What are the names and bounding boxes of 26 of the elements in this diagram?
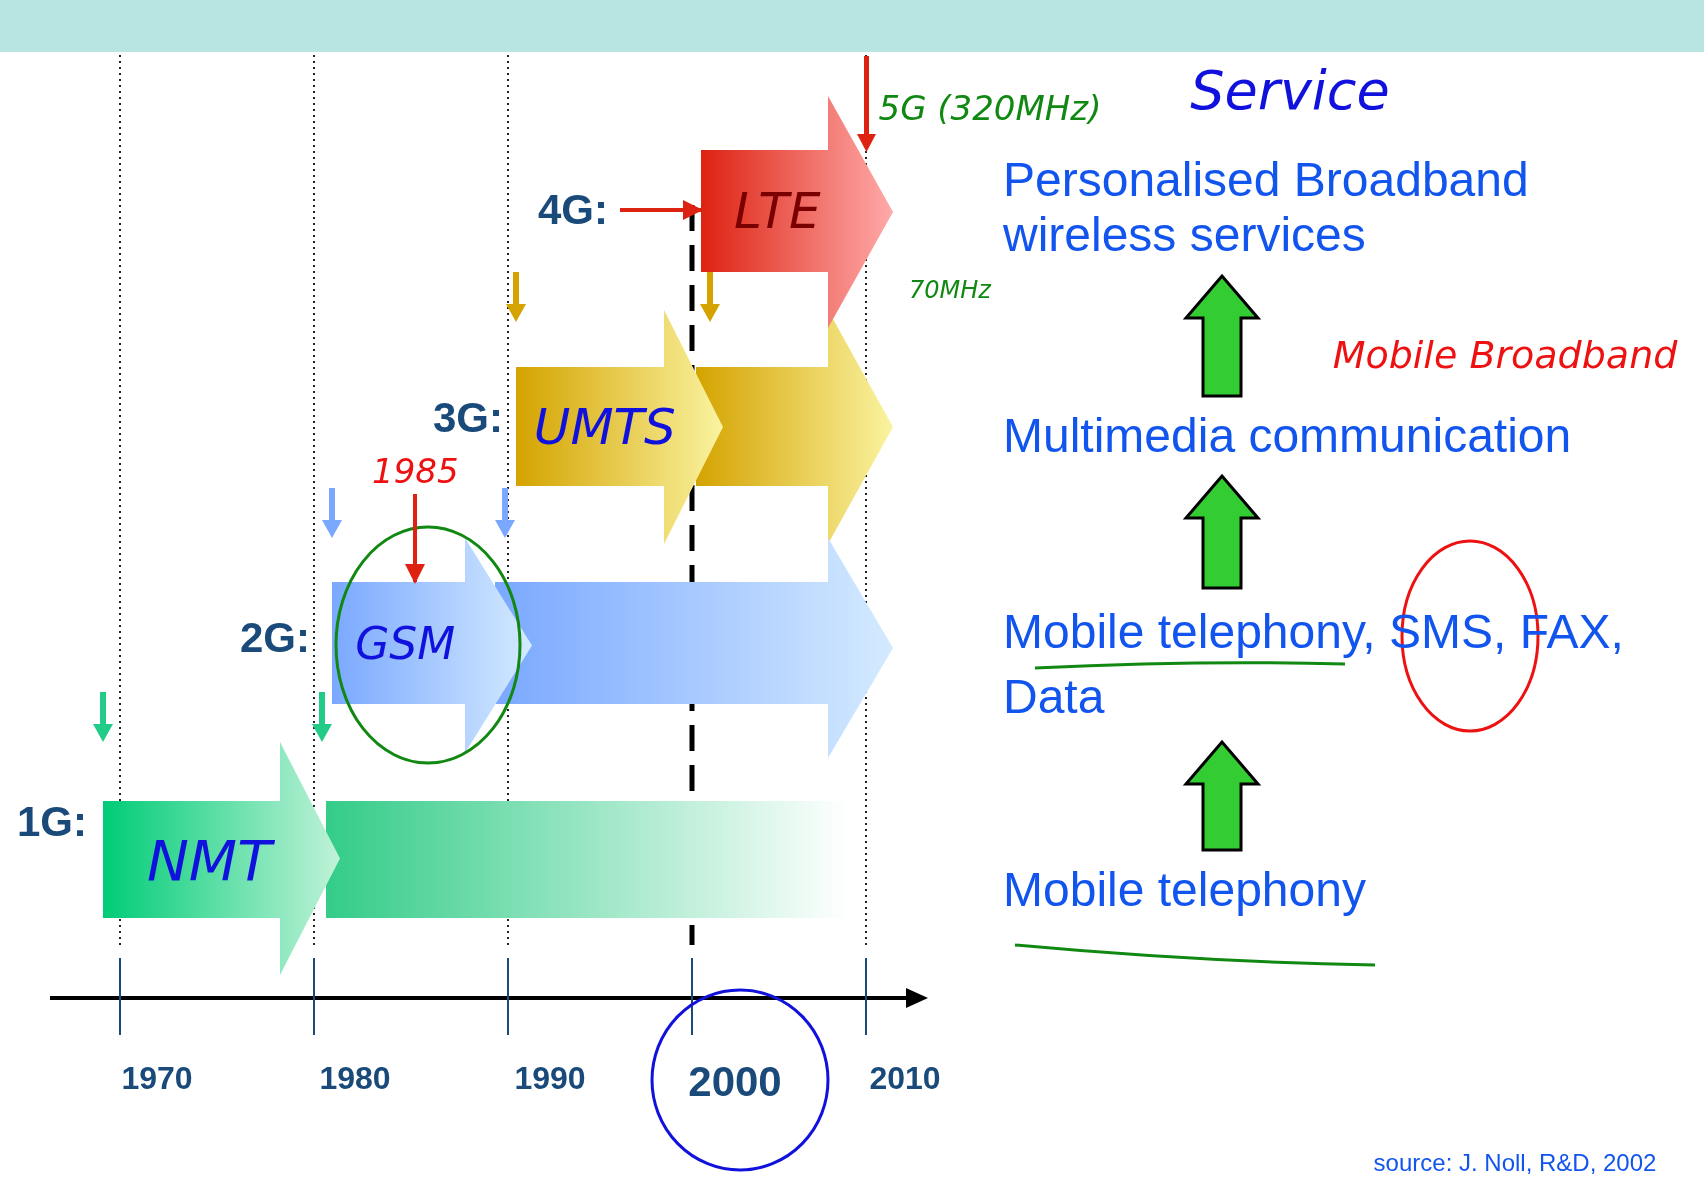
block-arrow — [1182, 273, 1262, 398]
generation-label: 4G: — [538, 186, 620, 235]
handwritten-note: 1985 — [372, 452, 458, 492]
year-label: 2010 — [869, 1059, 941, 1097]
handwritten-note: GSM — [355, 617, 456, 669]
service-text: Multimedia communication — [1003, 408, 1643, 464]
handwritten-note: 5G (320MHz) — [878, 88, 1102, 128]
arrow — [620, 200, 703, 220]
arrow — [405, 494, 425, 584]
generation-label: 2G: — [240, 614, 310, 662]
year-label: 2000 — [688, 1058, 782, 1106]
handwritten-note: LTE — [733, 182, 821, 240]
handwritten-note: Service — [1190, 58, 1390, 122]
generation-label: 1G: — [17, 798, 87, 846]
generation-label: 3G: — [433, 394, 503, 442]
year-label: 1970 — [121, 1059, 193, 1097]
year-label: 1980 — [319, 1059, 391, 1097]
source-note: source: J. Noll, R&D, 2002 — [1373, 1149, 1657, 1177]
handwritten-note: 70MHz — [909, 276, 991, 304]
service-text: Mobile telephony — [1003, 862, 1643, 918]
handwritten-note: UMTS — [533, 397, 676, 456]
block-arrow — [1182, 473, 1262, 590]
year-label: 1990 — [514, 1059, 586, 1097]
block-arrow — [1182, 739, 1262, 852]
handwritten-note: Mobile Broadband — [1332, 333, 1678, 377]
service-text: Personalised Broadband wireless services — [1003, 152, 1603, 263]
